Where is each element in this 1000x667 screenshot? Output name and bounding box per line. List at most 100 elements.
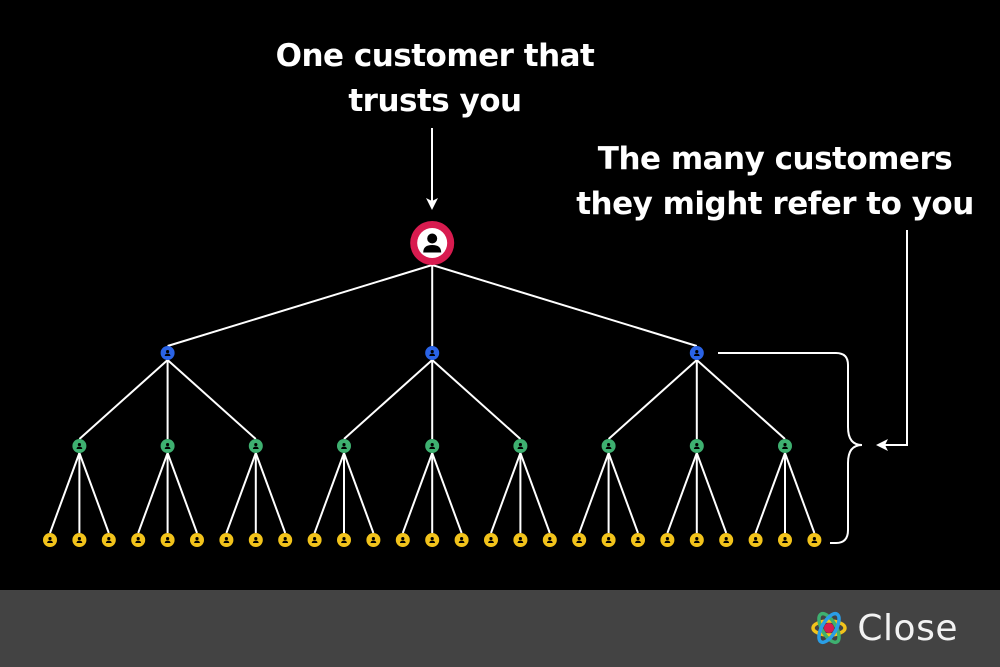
referral-level-3-node: [513, 533, 528, 547]
referral-level-2-node: [160, 439, 175, 453]
referral-level-3-node: [454, 533, 469, 547]
tree-edge: [695, 452, 728, 534]
brand[interactable]: Close: [809, 606, 958, 650]
referral-level-3-node: [395, 533, 410, 547]
brand-name: Close: [857, 607, 958, 649]
person-icon: [76, 442, 83, 450]
person-icon: [546, 536, 553, 544]
person-icon: [252, 536, 259, 544]
referral-level-1-node: [425, 346, 440, 360]
tree-edge: [578, 452, 610, 534]
person-icon: [194, 536, 200, 544]
referral-level-3-node: [307, 533, 322, 547]
side-caption-line: The many customers: [597, 141, 953, 177]
tree-edge: [607, 452, 639, 534]
referral-level-3-node: [601, 533, 616, 547]
person-icon: [605, 442, 612, 450]
top-caption: One customer that trusts you: [235, 34, 635, 124]
diagram-area: One customer that trusts you The many cu…: [43, 34, 990, 547]
referral-level-3-node: [778, 533, 792, 547]
arrow-left-icon: [876, 230, 908, 451]
referral-level-3-node: [160, 533, 175, 547]
referral-level-3-node: [366, 533, 381, 547]
person-icon: [752, 536, 759, 544]
person-icon: [517, 536, 524, 544]
trusted-customer-node: [410, 221, 455, 265]
tree-edge: [431, 359, 522, 440]
person-icon: [693, 349, 700, 357]
person-icon: [723, 536, 730, 544]
referral-level-3-node: [719, 533, 734, 547]
referral-level-2-node: [689, 439, 704, 453]
tree-edges: [49, 264, 816, 534]
side-caption: The many customers they might refer to y…: [560, 137, 990, 227]
referral-level-2-node: [248, 439, 263, 453]
tree-edge: [78, 452, 110, 534]
tree-edge: [696, 359, 786, 440]
tree-edge: [225, 452, 257, 534]
curly-brace: [718, 352, 863, 544]
person-icon: [576, 536, 583, 544]
person-icon: [341, 536, 347, 544]
person-icon: [105, 536, 112, 544]
tree-edge: [666, 452, 698, 534]
referral-level-3-node: [807, 533, 822, 547]
person-icon: [47, 536, 53, 544]
person-icon: [282, 536, 289, 544]
footer-bar: Close: [0, 590, 1000, 667]
tree-edge: [313, 452, 345, 534]
tree-edge: [49, 452, 81, 534]
referral-level-3-node: [248, 533, 263, 547]
person-icon: [223, 536, 230, 544]
referral-level-3-node: [425, 533, 440, 547]
referral-level-2-node: [601, 439, 616, 453]
person-icon: [693, 536, 700, 544]
person-icon: [370, 536, 377, 544]
person-icon: [811, 536, 818, 544]
tree-edge: [254, 452, 287, 534]
person-icon: [488, 536, 494, 544]
referral-level-3-node: [689, 533, 704, 547]
referral-level-3-node: [484, 533, 498, 547]
tree-edge: [519, 452, 551, 534]
side-caption-line: they might refer to you: [576, 186, 974, 222]
top-caption-line: trusts you: [348, 83, 522, 119]
tree-edge: [431, 264, 698, 347]
person-icon: [664, 536, 671, 544]
tree-edge: [78, 359, 169, 440]
tree-edge: [137, 452, 169, 534]
referral-level-3-node: [101, 533, 116, 547]
referral-level-3-node: [542, 533, 557, 547]
referral-level-3-node: [660, 533, 675, 547]
person-icon: [635, 536, 641, 544]
referral-level-2-node: [425, 439, 440, 453]
referral-level-3-node: [631, 533, 645, 547]
tree-edge: [401, 452, 434, 534]
person-icon: [782, 442, 788, 450]
tree-edge: [431, 452, 463, 534]
person-icon: [399, 536, 406, 544]
referral-level-3-node: [572, 533, 587, 547]
person-icon: [517, 442, 524, 450]
person-icon: [76, 536, 83, 544]
person-icon: [429, 536, 436, 544]
person-icon: [135, 536, 142, 544]
referral-level-3-node: [190, 533, 204, 547]
referral-level-2-node: [778, 439, 792, 453]
referral-level-1-node: [160, 346, 175, 360]
referral-level-3-node: [131, 533, 146, 547]
person-icon: [164, 442, 171, 450]
tree-edge: [167, 264, 433, 347]
referral-level-1-node: [689, 346, 704, 360]
tree-nodes: [43, 221, 822, 547]
person-icon: [429, 349, 436, 357]
person-icon: [164, 349, 171, 357]
close-logo-icon: [811, 611, 848, 645]
referral-level-3-node: [278, 533, 293, 547]
referral-level-3-node: [43, 533, 57, 547]
person-icon: [252, 442, 259, 450]
person-icon: [417, 228, 448, 258]
referral-tree: [43, 128, 908, 547]
referral-level-3-node: [219, 533, 234, 547]
person-icon: [458, 536, 465, 544]
